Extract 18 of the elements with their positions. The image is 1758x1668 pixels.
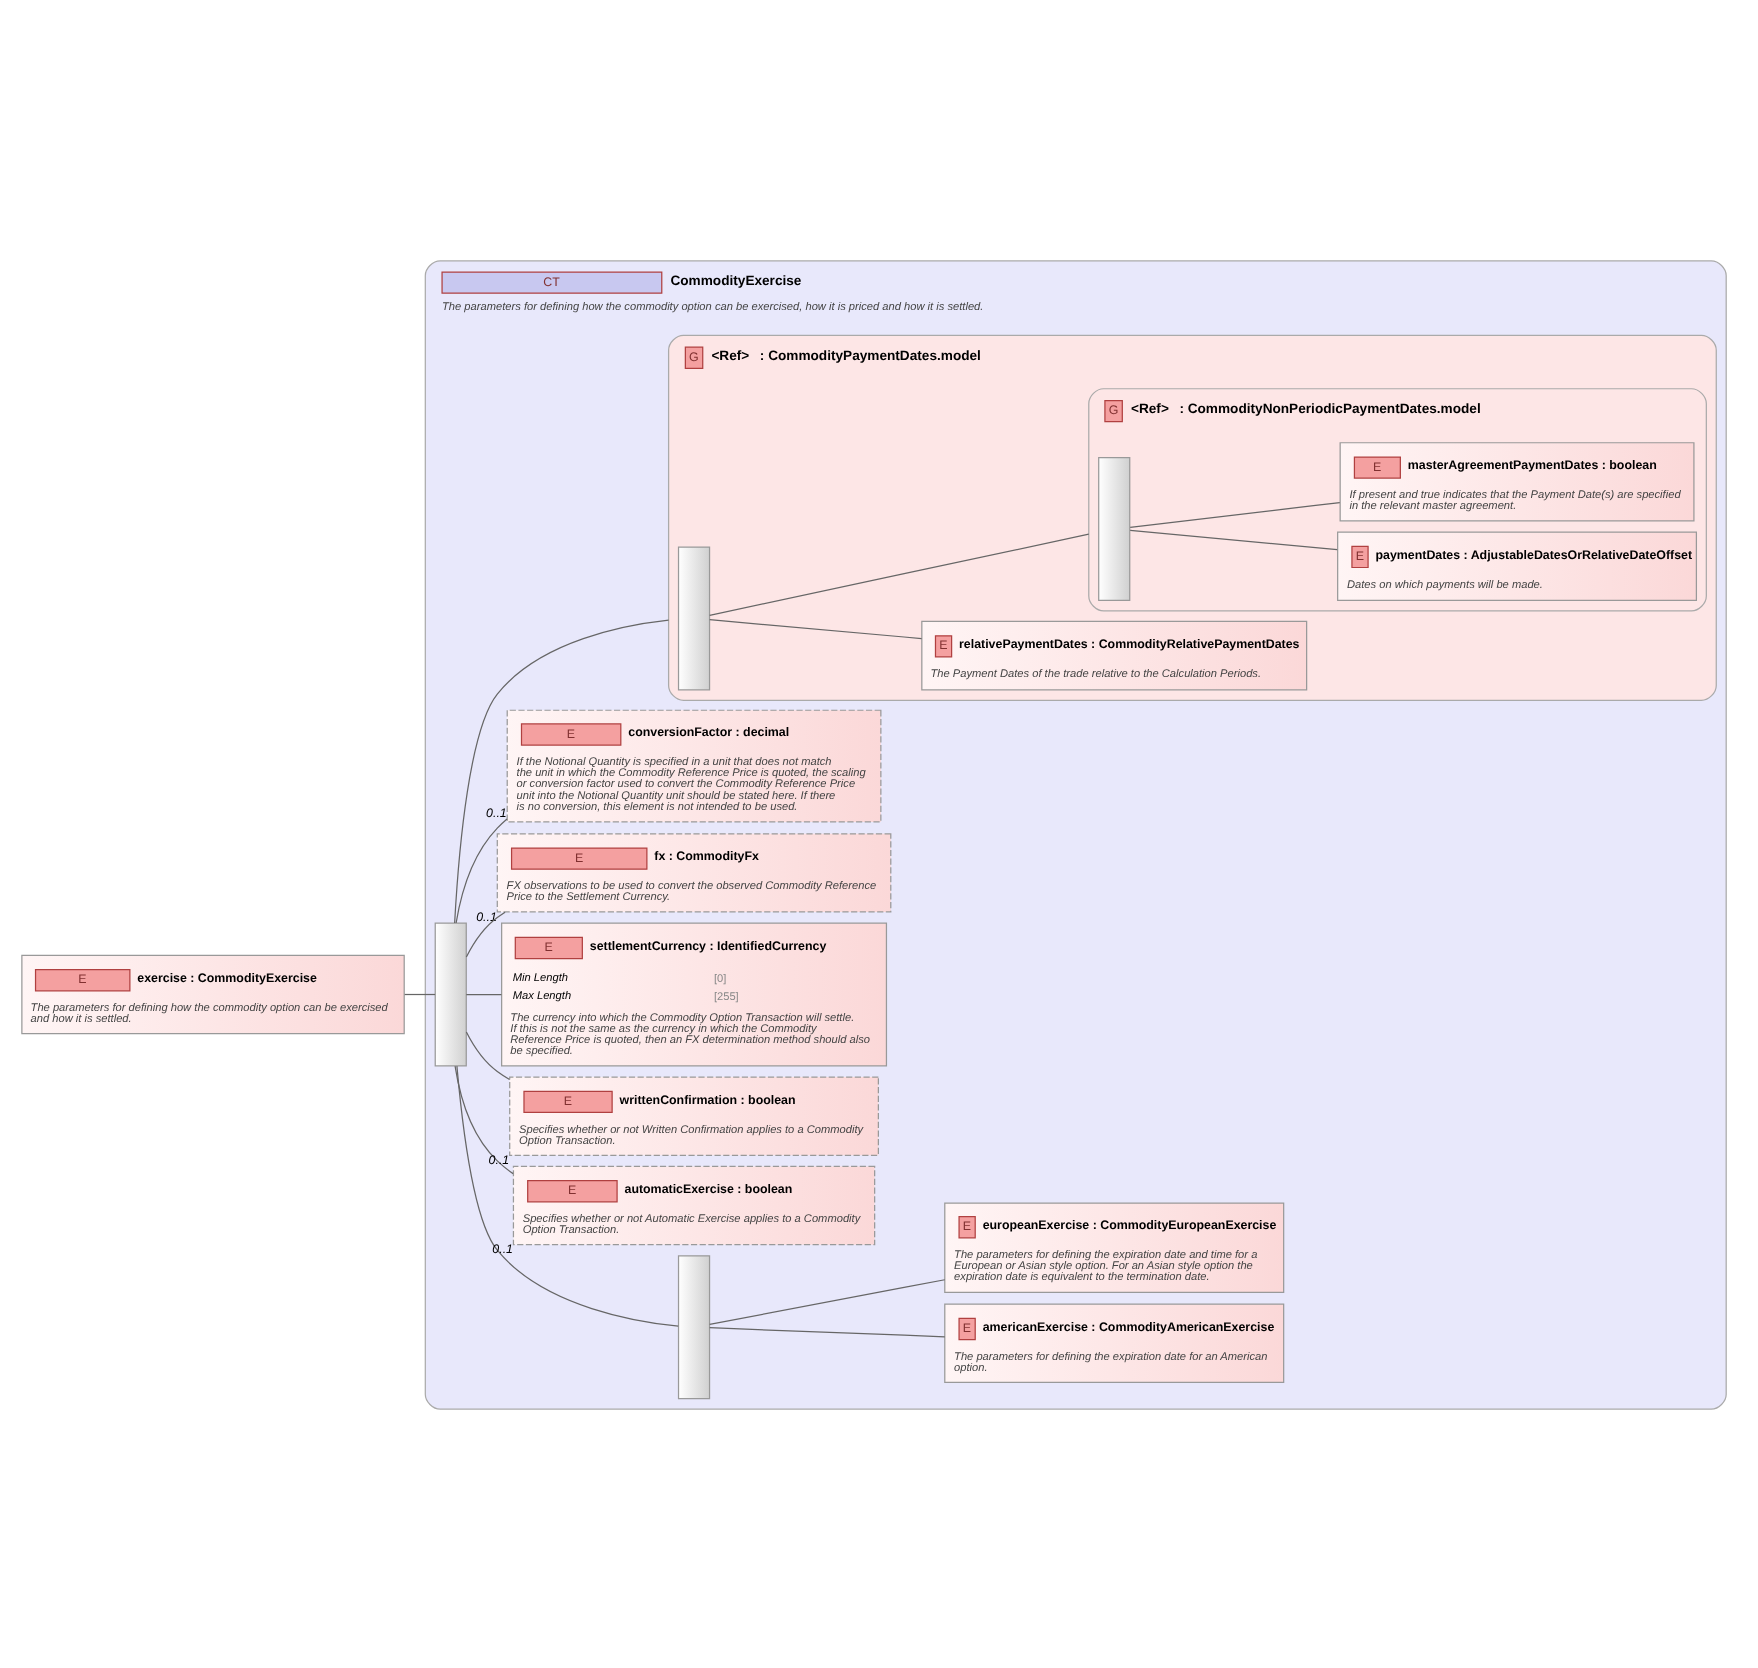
connector: [1129, 528, 1338, 550]
connector: [709, 618, 923, 639]
connector: [709, 1278, 946, 1325]
node-bar: [434, 921, 467, 1066]
connector: [709, 532, 1090, 615]
node-bar: [1098, 456, 1131, 600]
connector: [1129, 500, 1341, 527]
connector: [456, 1064, 679, 1326]
connector: [454, 1064, 514, 1174]
connector: [455, 817, 508, 923]
connector: [709, 1326, 946, 1337]
connector: [404, 992, 436, 995]
connector: [465, 1030, 511, 1080]
connector: [454, 618, 670, 923]
connector: [465, 910, 506, 957]
connector: [465, 992, 503, 995]
node-bar: [677, 1254, 711, 1399]
node-bar: [677, 545, 711, 690]
